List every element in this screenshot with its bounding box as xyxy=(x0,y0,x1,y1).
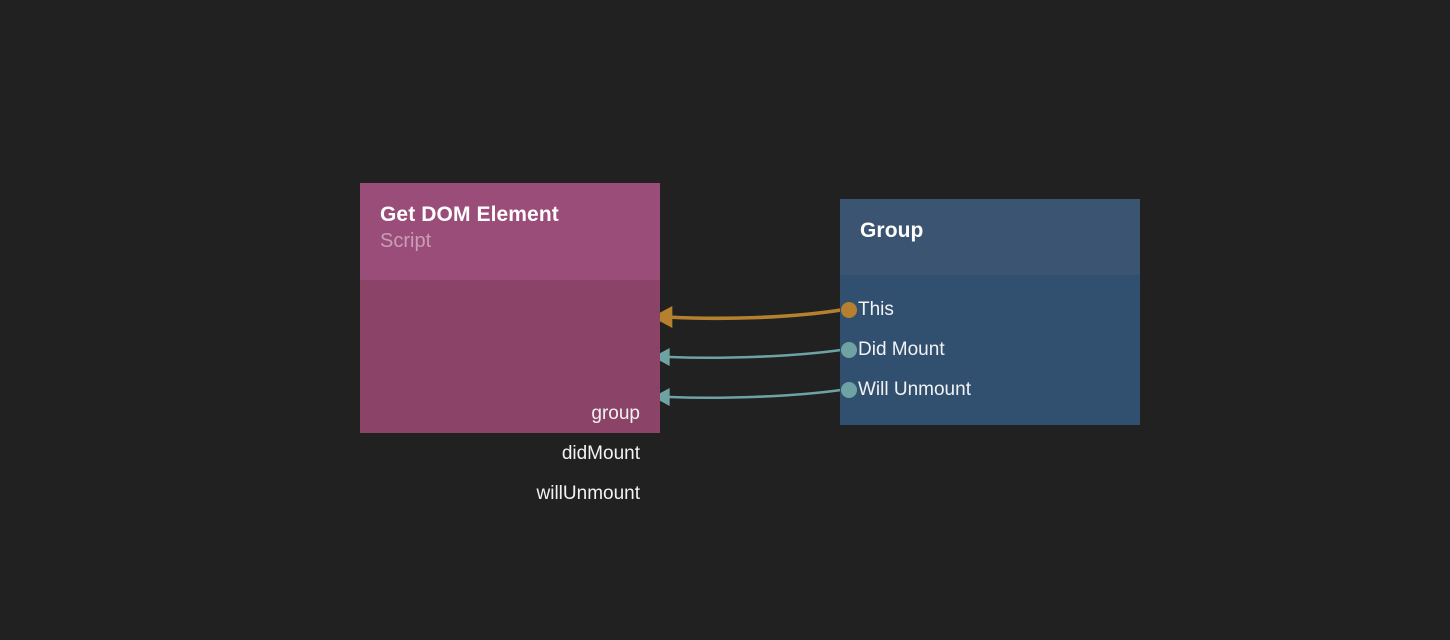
output-port-willunmount[interactable]: willUnmount xyxy=(537,484,640,504)
node-title: Get DOM Element xyxy=(380,203,559,226)
node-title: Group xyxy=(860,219,924,242)
node-body: This Did Mount Will Unmount xyxy=(840,275,1140,425)
edge-path xyxy=(668,348,843,360)
edge-this-to-group[interactable] xyxy=(652,306,843,328)
input-port-will-unmount[interactable]: Will Unmount xyxy=(841,379,971,400)
edge-path xyxy=(668,388,843,400)
edge-path xyxy=(666,308,843,321)
port-dot-icon[interactable] xyxy=(841,382,857,398)
output-port-didmount[interactable]: didMount xyxy=(562,444,640,464)
input-port-did-mount[interactable]: Did Mount xyxy=(841,339,945,360)
input-port-label: Will Unmount xyxy=(858,379,971,400)
node-group[interactable]: Group This Did Mount Will Unmount xyxy=(840,199,1140,425)
input-port-label: Did Mount xyxy=(858,339,945,360)
output-port-group[interactable]: group xyxy=(591,404,640,424)
output-port-label: didMount xyxy=(561,443,640,464)
edge-didmount-to-didmount[interactable] xyxy=(653,348,843,366)
input-port-label: This xyxy=(858,299,894,320)
port-dot-icon[interactable] xyxy=(841,302,857,318)
output-port-label: group xyxy=(591,403,640,424)
input-port-this[interactable]: This xyxy=(841,299,894,320)
node-body: group didMount willUnmount xyxy=(360,280,660,504)
port-dot-icon[interactable] xyxy=(841,342,857,358)
output-port-label: willUnmount xyxy=(536,483,640,504)
node-header[interactable]: Group xyxy=(840,199,1140,275)
node-header[interactable]: Get DOM Element Script xyxy=(360,183,660,280)
edge-willunmount-to-willunmount[interactable] xyxy=(653,388,843,406)
node-get-dom-element[interactable]: Get DOM Element Script group didMount wi… xyxy=(360,183,660,504)
node-subtitle: Script xyxy=(380,230,432,252)
